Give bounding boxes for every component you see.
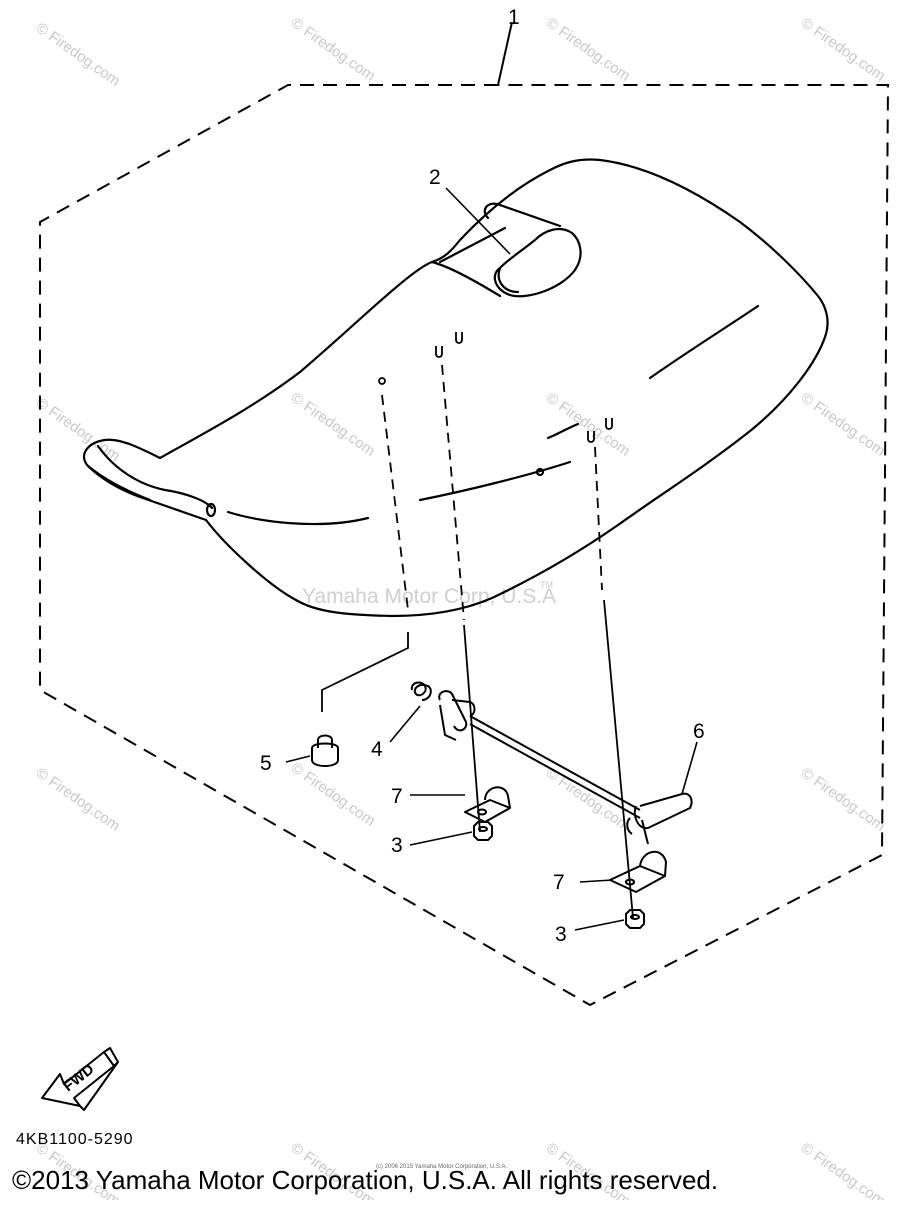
callout-4: 4 [371,738,383,761]
firedog-watermark: © Firedog.com [33,764,124,834]
callout-labels: 1 2 3 3 4 5 6 7 7 [260,6,705,946]
diagram-part-number: 4KB1100-5290 [16,1131,134,1148]
tm-mark: TM [540,580,553,590]
callout-7-upper: 7 [391,785,403,808]
firedog-watermark: © Firedog.com [798,389,889,459]
firedog-watermark: © Firedog.com [543,14,634,84]
callout-1: 1 [508,6,520,29]
nut-part-3-lower [625,909,645,929]
seat [82,158,829,618]
firedog-watermark: © Firedog.com [798,1139,889,1200]
watermark-layer: © Firedog.com © Firedog.com © Firedog.co… [33,14,889,1205]
damper-part-5 [311,734,339,767]
firedog-watermark: © Firedog.com [288,14,379,84]
small-credit: (c) 2006 2015 Yamaha Motor Corporation, … [376,1164,508,1170]
firedog-watermark: © Firedog.com [798,764,889,834]
callout-1-leader [497,21,513,86]
mount-axes [381,364,603,621]
copyright-notice: ©2013 Yamaha Motor Corporation, U.S.A. A… [12,1165,718,1195]
callout-3-lower: 3 [555,923,567,946]
callout-2: 2 [429,166,441,189]
callout-3-upper: 3 [391,834,403,857]
nut-part-3-upper [473,821,493,841]
firedog-watermark: © Firedog.com [33,394,124,464]
bracket-part-7-lower [609,851,667,893]
callout-leaders [285,187,698,931]
seat-mount-hooks [378,332,613,443]
firedog-watermark: © Firedog.com [543,389,634,459]
callout-5: 5 [260,752,272,775]
latch-assembly [438,690,693,845]
firedog-watermark: © Firedog.com [288,759,379,829]
callout-6: 6 [693,720,705,743]
assembly-boundary [39,84,890,1007]
fwd-arrow-icon [41,1047,119,1111]
firedog-watermark: © Firedog.com [288,389,379,459]
firedog-watermark: © Firedog.com [33,19,124,89]
spring-part-4 [410,681,432,701]
bracket-part-7-upper [464,786,511,823]
center-watermark: Yamaha Motor Corp, U.S.A [302,585,556,608]
mount-axes-solid [321,599,634,919]
firedog-watermark: © Firedog.com [798,14,889,84]
callout-7-lower: 7 [553,871,565,894]
